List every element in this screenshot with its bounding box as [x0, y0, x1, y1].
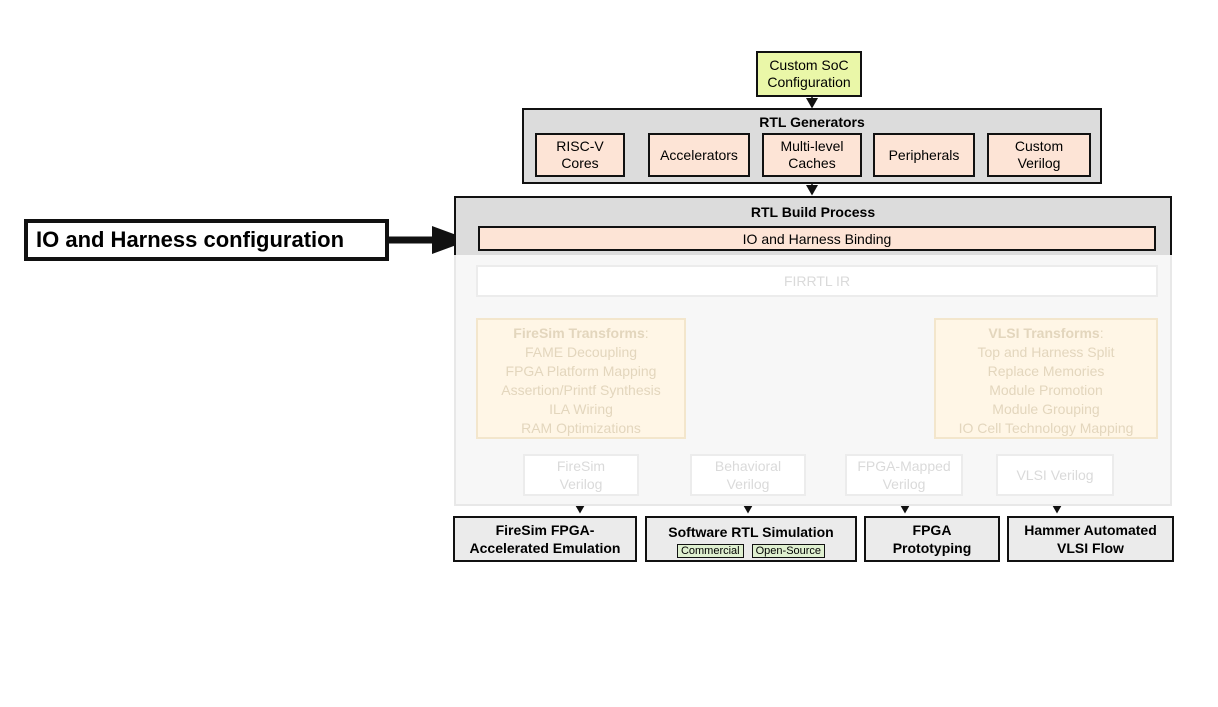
target-arrows — [574, 503, 1063, 514]
vlsi-transform-line: Top and Harness Split — [977, 344, 1115, 360]
target-fpga-prototyping: FPGA Prototyping — [864, 516, 1000, 562]
target-hammer-vlsi-flow: Hammer Automated VLSI Flow — [1007, 516, 1174, 562]
vlsi-transform-line: IO Cell Technology Mapping — [958, 420, 1134, 436]
firesim-verilog-box: FireSim Verilog — [523, 454, 639, 496]
generator-custom-verilog: Custom Verilog — [987, 133, 1091, 177]
firesim-transforms-suffix: : — [644, 325, 649, 341]
generator-risc-v-cores: RISC-V Cores — [535, 133, 625, 177]
vlsi-transforms-box: VLSI Transforms: Top and Harness Split R… — [934, 318, 1158, 439]
firesim-transforms-heading: FireSim Transforms: — [478, 324, 684, 343]
firesim-transforms-title: FireSim Transforms — [513, 325, 645, 341]
custom-soc-configuration-box: Custom SoC Configuration — [756, 51, 862, 97]
firesim-transform-line: ILA Wiring — [549, 401, 613, 417]
vlsi-transforms-heading: VLSI Transforms: — [936, 324, 1156, 343]
target-software-rtl-simulation: Software RTL Simulation Commercial Open-… — [645, 516, 857, 562]
io-harness-binding-box: IO and Harness Binding — [478, 226, 1156, 251]
vlsi-transform-line: Module Grouping — [992, 401, 1100, 417]
vlsi-transforms-suffix: : — [1099, 325, 1104, 341]
generator-accelerators: Accelerators — [648, 133, 750, 177]
software-sim-tags: Commercial Open-Source — [647, 544, 855, 558]
rtl-build-process-title: RTL Build Process — [750, 204, 876, 220]
fpga-mapped-verilog-box: FPGA-Mapped Verilog — [845, 454, 963, 496]
vlsi-transform-line: Replace Memories — [987, 363, 1105, 379]
vlsi-verilog-box: VLSI Verilog — [996, 454, 1114, 496]
callout-label: IO and Harness configuration — [24, 219, 389, 261]
generator-peripherals: Peripherals — [873, 133, 975, 177]
vlsi-transforms-title: VLSI Transforms — [988, 325, 1100, 341]
target-firesim-emulation: FireSim FPGA- Accelerated Emulation — [453, 516, 637, 562]
firesim-transforms-box: FireSim Transforms: FAME Decoupling FPGA… — [476, 318, 686, 439]
tag-commercial: Commercial — [676, 544, 744, 558]
behavioral-verilog-box: Behavioral Verilog — [690, 454, 806, 496]
rtl-build-process-container: RTL Build Process IO and Harness Binding — [454, 196, 1172, 256]
vlsi-transform-line: Module Promotion — [989, 382, 1103, 398]
firesim-transform-line: FAME Decoupling — [524, 344, 638, 360]
firesim-transform-line: Assertion/Printf Synthesis — [501, 382, 661, 398]
firrtl-ir-box: FIRRTL IR — [476, 265, 1158, 297]
software-rtl-simulation-title: Software RTL Simulation — [668, 524, 834, 540]
firesim-transform-line: RAM Optimizations — [521, 420, 641, 436]
callout-arrowhead — [432, 226, 470, 254]
rtl-generators-container: RTL Generators RISC-V Cores Accelerators… — [522, 108, 1102, 184]
generator-multi-level-caches: Multi-level Caches — [762, 133, 862, 177]
tag-open-source: Open-Source — [751, 544, 826, 558]
firesim-transform-line: FPGA Platform Mapping — [505, 363, 657, 379]
rtl-generators-title: RTL Generators — [759, 114, 865, 130]
